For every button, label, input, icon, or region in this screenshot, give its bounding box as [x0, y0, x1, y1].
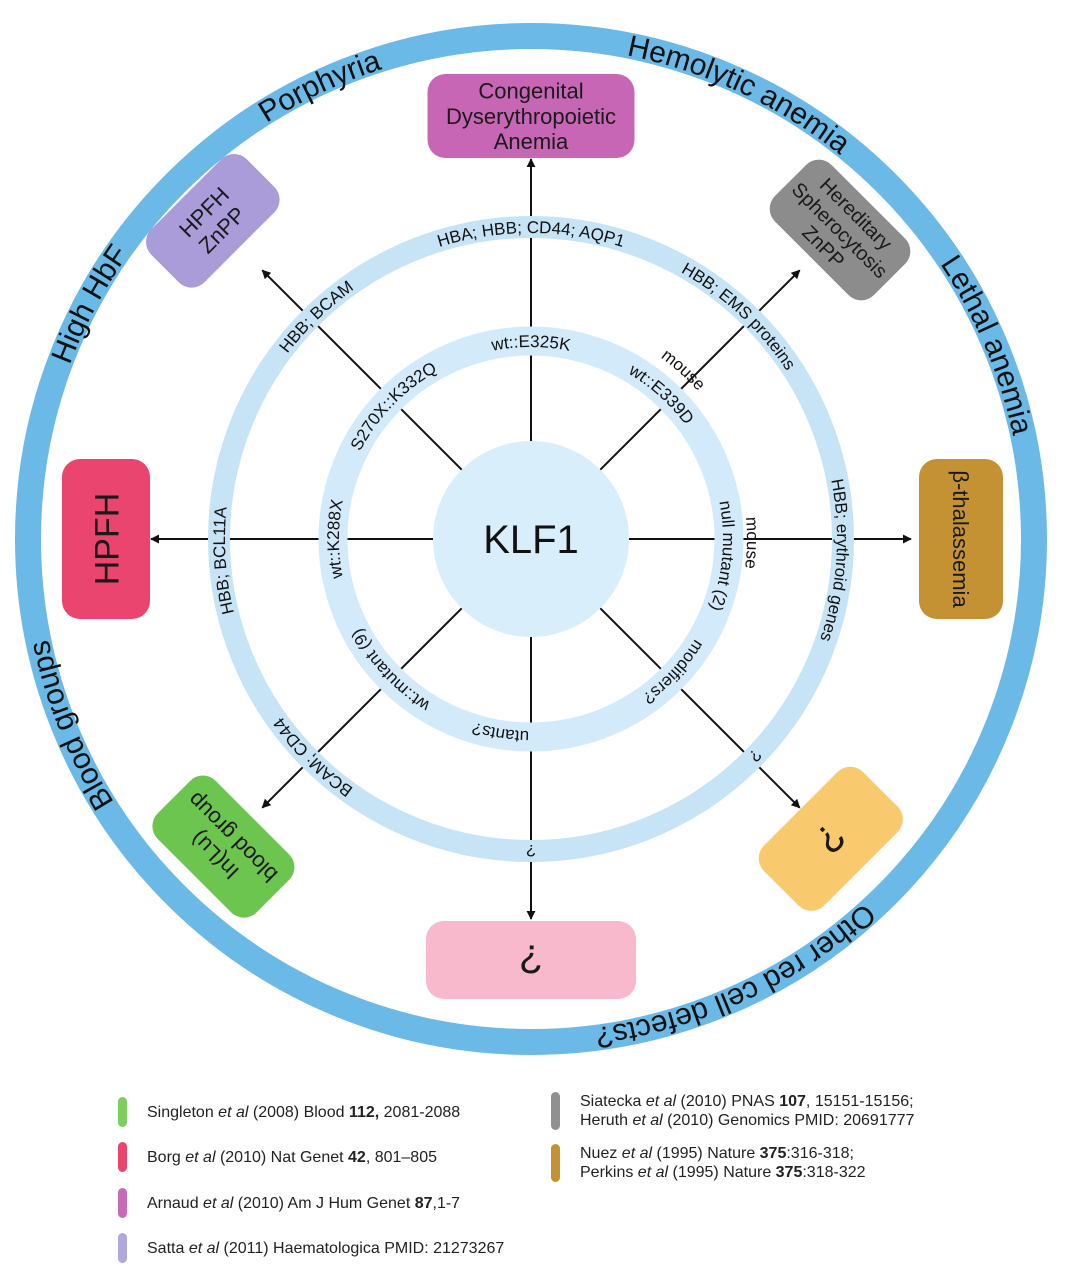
phenotype-label: ?: [520, 937, 542, 981]
legend-citation: Satta et al (2011) Haematologica PMID: 2…: [147, 1239, 505, 1257]
legend-color-swatch: [551, 1144, 560, 1182]
inner-label: wt::K288X: [324, 498, 347, 581]
outer-label-text: Blood groups: [23, 638, 120, 816]
phenotype-box-bg: [919, 459, 1003, 619]
phenotype-label: Dyserythropoietic: [446, 104, 616, 129]
inner-label-text: mouse: [741, 516, 762, 570]
inner-label: wt::mutant (9): [347, 626, 433, 716]
outer-label: Other red cell defects?: [594, 897, 882, 1054]
legend-citation: Siatecka et al (2010) PNAS 107, 15151-15…: [580, 1093, 915, 1129]
outer-label-text: High HbF: [45, 239, 134, 368]
legend-item: Satta et al (2011) Haematologica PMID: 2…: [118, 1233, 504, 1263]
legend-item: Singleton et al (2008) Blood 112, 2081-2…: [118, 1097, 460, 1127]
phenotype-box-bg: [146, 154, 280, 288]
outer-label: Lethal anemia: [934, 249, 1039, 438]
legend-item: Siatecka et al (2010) PNAS 107, 15151-15…: [551, 1092, 914, 1130]
middle-label-text: ?: [526, 841, 535, 860]
phenotype-box-bg: [769, 159, 911, 301]
legend-citation: Arnaud et al (2010) Am J Hum Genet 87,1-…: [147, 1194, 461, 1212]
arrow-315: [261, 269, 463, 471]
legend-color-swatch: [118, 1142, 127, 1172]
outer-label: Blood groups: [23, 638, 120, 816]
inner-label: modifiers?: [640, 637, 708, 708]
inner-ring: [318, 326, 744, 752]
middle-ring: [208, 216, 854, 862]
legend-citation: Borg et al (2010) Nat Genet 42, 801–805: [147, 1148, 437, 1166]
inner-label-text: wt::K288X: [324, 498, 347, 581]
outer-label: Porphyria: [253, 44, 385, 129]
phenotype-box-bg: [152, 775, 295, 918]
inner-label: S270X::K332Q: [347, 358, 440, 453]
outer-label-text: Lethal anemia: [934, 249, 1039, 438]
phenotype-box: ?: [758, 766, 903, 911]
phenotype-label: Congenital: [478, 79, 583, 104]
phenotype-box-bg: [427, 74, 635, 158]
phenotype-box-bg: [758, 766, 903, 911]
outer-label-text: Other red cell defects?: [594, 897, 882, 1054]
inner-label-text: wt::mutant (9): [347, 626, 433, 716]
legend-color-swatch: [118, 1233, 127, 1263]
middle-label: ?: [526, 841, 535, 860]
outer-label: High HbF: [45, 239, 134, 368]
outer-label: Hemolytic anemia: [625, 30, 857, 161]
inner-label-text: wt::E325K: [489, 332, 573, 355]
phenotype-box: β-thalassemia: [919, 459, 1003, 619]
arrow-225: [261, 607, 463, 809]
inner-label-text: modifiers?: [640, 637, 708, 708]
legend-citation: Singleton et al (2008) Blood 112, 2081-2…: [147, 1103, 461, 1121]
phenotype-box-bg: [62, 459, 150, 619]
center-label: KLF1: [483, 518, 579, 562]
phenotype-label: β-thalassemia: [948, 470, 973, 608]
legend-color-swatch: [118, 1097, 127, 1127]
inner-label: mouse: [741, 516, 762, 570]
legend-item: Borg et al (2010) Nat Genet 42, 801–805: [118, 1142, 437, 1172]
middle-label: HBB; BCAM: [276, 277, 357, 356]
phenotype-label: HPFH: [88, 493, 126, 586]
legend-item: Arnaud et al (2010) Am J Hum Genet 87,1-…: [118, 1188, 460, 1218]
arrow-45: [599, 269, 801, 471]
legend-item: Nuez et al (1995) Nature 375:316-318;Per…: [551, 1144, 866, 1182]
inner-label-text: S270X::K332Q: [347, 358, 440, 453]
middle-label-text: HBB; EMS proteins: [679, 259, 800, 373]
phenotype-box-bg: [426, 921, 636, 999]
legend-citation: Nuez et al (1995) Nature 375:316-318;Per…: [580, 1145, 866, 1181]
arrow-135: [599, 607, 801, 809]
phenotype-box: HPFH: [62, 459, 150, 619]
klf1-diagram: CongenitalDyserythropoieticAnemiaHeredit…: [0, 0, 1047, 1055]
outer-ring: [15, 23, 1047, 1055]
center-node: [433, 441, 629, 637]
phenotype-label: Anemia: [494, 129, 569, 154]
outer-label-text: Hemolytic anemia: [625, 30, 857, 161]
middle-label-text: HBB; BCAM: [276, 277, 357, 356]
middle-label: HBB; EMS proteins: [679, 259, 800, 373]
inner-label: wt::E325K: [489, 332, 573, 355]
legend-color-swatch: [118, 1188, 127, 1218]
legend-color-swatch: [551, 1092, 560, 1130]
outer-label-text: Porphyria: [253, 44, 385, 129]
phenotype-box: ?: [426, 921, 636, 999]
